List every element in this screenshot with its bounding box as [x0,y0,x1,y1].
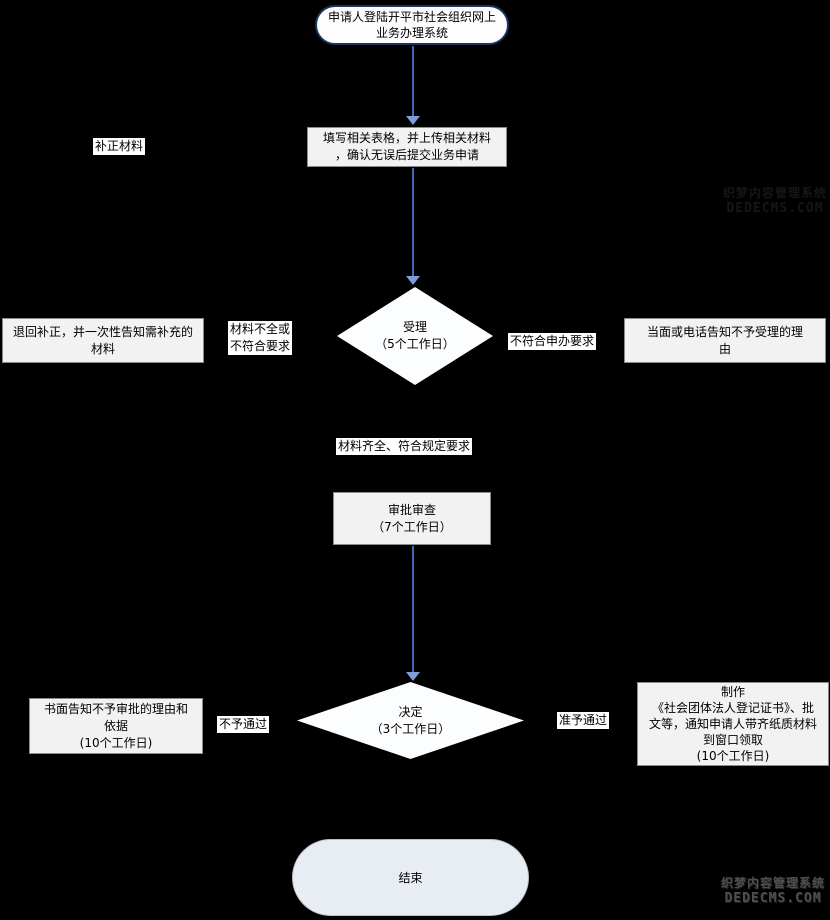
fail-notify-box: 书面告知不予审批的理由和 依据 (10个工作日) [29,698,203,754]
watermark-text: 织梦内容管理系统 [722,186,827,200]
watermark-top: 织梦内容管理系统 DEDECMS.COM [723,186,827,216]
arrow-down-icon [406,546,420,681]
arrow-stem [412,46,414,116]
incomplete-label: 材料不全或 不符合要求 [228,321,293,355]
arrow-stem [412,546,414,672]
arrow-head-icon [406,116,420,125]
arrow-head-icon [406,672,420,681]
final-decision-diamond: 决定 （3个工作日） [297,682,524,759]
end-node: 结束 [292,839,529,916]
return-correction-box: 退回补正，并一次性告知需补充的 材料 [2,318,204,363]
arrow-down-icon [406,168,420,285]
supplement-label: 补正材料 [93,138,146,155]
watermark-url: DEDECMS.COM [726,201,824,216]
accept-decision-diamond: 受理 （5个工作日） [337,287,493,385]
watermark-bottom: 织梦内容管理系统 DEDECMS.COM [721,876,825,906]
not-meet-label: 不符合申办要求 [508,333,597,350]
arrow-head-icon [406,276,420,285]
fill-form-node: 填写相关表格，并上传相关材料 ，确认无误后提交业务申请 [307,127,507,167]
watermark-text: 织梦内容管理系统 [720,876,825,890]
complete-label: 材料齐全、符合规定要求 [336,438,473,455]
start-node: 申请人登陆开平市社会组织网上 业务办理系统 [315,5,509,45]
approved-label: 准予通过 [557,712,610,729]
not-approved-label: 不予通过 [217,716,270,733]
review-node: 审批审查 （7个工作日） [333,492,491,545]
pass-certificate-box: 制作 《社会团体法人登记证书》、批 文等，通知申请人带齐纸质材料 到窗口领取 (… [637,682,829,766]
refuse-notify-box: 当面或电话告知不予受理的理 由 [624,318,826,363]
watermark-url: DEDECMS.COM [724,891,822,906]
arrow-down-icon [406,46,420,125]
arrow-stem [412,168,414,276]
